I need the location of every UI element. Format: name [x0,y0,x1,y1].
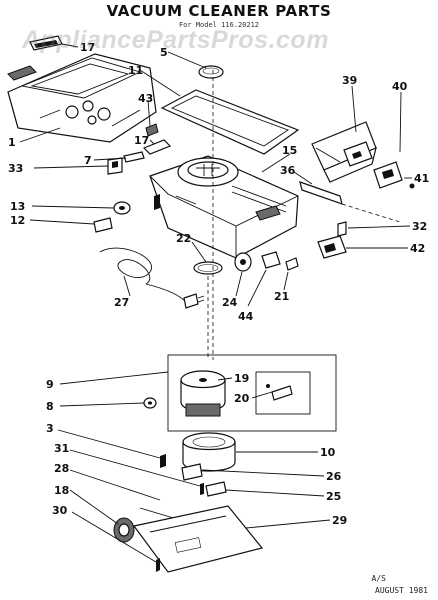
part-17-switch [142,139,172,155]
part-8-grommet [143,397,157,409]
part-7-latch [123,151,145,163]
callout-24: 24 [222,296,238,309]
callout-11: 11 [128,64,143,77]
part-33-bracket [107,157,123,175]
callout-39: 39 [342,74,357,87]
callout-7: 7 [84,154,92,167]
callout-31: 31 [54,442,69,455]
callout-26: 26 [326,470,342,483]
footer-revision: A/S [371,574,386,583]
part-13-wheel [113,201,131,215]
part-18-wheel [113,517,135,543]
callout-labels: 17 5 11 39 43 40 1 15 17 7 33 36 41 13 3… [8,41,429,527]
leader-lines [19,43,412,563]
part-12-pad [93,217,113,233]
callout-5: 5 [160,46,168,59]
part-19-motor [180,370,226,417]
callout-9: 9 [46,378,54,391]
diagram-title: VACUUM CLEANER PARTS [106,2,332,20]
callout-28: 28 [54,462,69,475]
callout-27: 27 [114,296,129,309]
part-29-bottom-plate [132,505,264,573]
callout-42: 42 [410,242,425,255]
part-10-fan-housing [182,432,236,472]
callout-1: 1 [8,136,16,149]
callout-29: 29 [332,514,347,527]
callout-33: 33 [8,162,23,175]
part-25-block [205,481,227,497]
part-32-screw [337,221,347,237]
part-15-housing [149,155,299,259]
callout-40: 40 [392,80,408,93]
callout-17a: 17 [80,41,95,54]
callout-36: 36 [280,164,296,177]
callout-32: 32 [412,220,427,233]
part-31-screw [200,483,204,495]
callout-12: 12 [10,214,25,227]
callout-41: 41 [414,172,429,185]
part-24-switch [234,252,252,272]
callout-19: 19 [234,372,249,385]
part-44-knob [261,251,281,269]
part-22-ring [193,261,223,275]
callout-10: 10 [320,446,336,459]
part-5-disc-filter [198,65,224,79]
callout-30: 30 [52,504,68,517]
callout-18: 18 [54,484,69,497]
callout-15: 15 [282,144,297,157]
part-1-top-cover [7,53,157,143]
footer-date: AUGUST 1981 [375,586,428,595]
part-42-socket [317,235,347,259]
callout-21: 21 [274,290,289,303]
callout-20: 20 [234,392,250,405]
part-9-motor-box [167,354,337,432]
callout-3: 3 [46,422,54,435]
part-26-block [181,463,203,481]
part-3-screw [160,454,166,468]
callout-43: 43 [138,92,153,105]
part-17-top-button [29,35,63,51]
callout-22: 22 [176,232,191,245]
callout-25: 25 [326,490,341,503]
part-40-bag-holder [343,141,373,167]
part-20-brush [266,384,293,401]
part-11-gasket [160,89,300,155]
part-36-bracket [299,181,401,223]
callout-17b: 17 [134,134,149,147]
callout-44: 44 [238,310,254,323]
callout-8: 8 [46,400,54,413]
callout-13: 13 [10,200,25,213]
part-43-clip [145,123,159,137]
part-27-power-cord [99,247,205,309]
part-41-connector [373,161,415,189]
part-21-screw [285,257,299,271]
model-line: For Model 116.20212 [178,21,260,29]
part-30-screw [156,558,160,572]
